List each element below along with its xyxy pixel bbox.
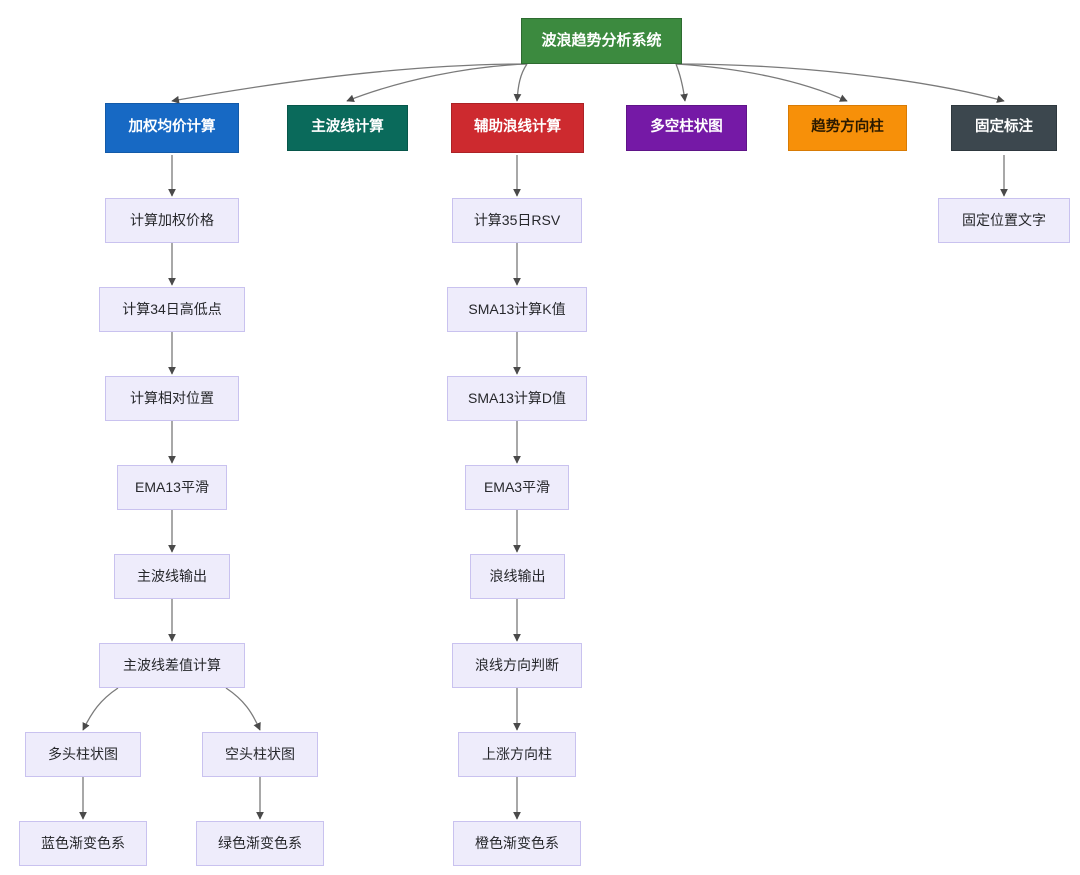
node-cat-subwave[interactable]: 辅助浪线计算 [451,103,584,153]
edge-l6-to-l7a [82,687,119,731]
node-l1-label: 计算加权价格 [130,212,214,229]
node-m4[interactable]: EMA3平滑 [465,465,569,510]
node-l2[interactable]: 计算34日高低点 [99,287,245,332]
node-l1[interactable]: 计算加权价格 [105,198,239,243]
node-cat-histogram[interactable]: 多空柱状图 [626,105,747,151]
node-m1[interactable]: 计算35日RSV [452,198,582,243]
node-l3-label: 计算相对位置 [130,390,214,407]
node-m5[interactable]: 浪线输出 [470,554,565,599]
edge-root-to-histogram [675,63,688,102]
node-cat-fixedlabel-label: 固定标注 [975,119,1033,136]
node-r1[interactable]: 固定位置文字 [938,198,1070,243]
node-cat-trendbar-label: 趋势方向柱 [811,119,884,136]
node-m2-label: SMA13计算K值 [468,301,566,318]
node-l4[interactable]: EMA13平滑 [117,465,227,510]
node-l7a[interactable]: 多头柱状图 [25,732,141,777]
edge-root-to-fixedlabel [675,63,1005,103]
node-l4-label: EMA13平滑 [135,479,209,496]
node-cat-histogram-label: 多空柱状图 [650,119,723,136]
node-m3[interactable]: SMA13计算D值 [447,376,587,421]
node-m8-label: 橙色渐变色系 [475,835,559,852]
node-m6[interactable]: 浪线方向判断 [452,643,582,688]
node-root[interactable]: 波浪趋势分析系统 [521,18,682,64]
node-m7[interactable]: 上涨方向柱 [458,732,576,777]
node-m5-label: 浪线输出 [489,568,546,585]
node-m3-label: SMA13计算D值 [467,390,567,407]
node-m1-label: 计算35日RSV [473,212,561,229]
node-l5[interactable]: 主波线输出 [114,554,230,599]
node-cat-mainwave-label: 主波线计算 [311,119,384,136]
node-m4-label: EMA3平滑 [483,479,551,496]
node-l7b[interactable]: 空头柱状图 [202,732,318,777]
edge-root-to-weighted [171,63,528,104]
node-cat-mainwave[interactable]: 主波线计算 [287,105,408,151]
node-m8[interactable]: 橙色渐变色系 [453,821,581,866]
node-l6-label: 主波线差值计算 [123,657,221,674]
node-l8b-label: 绿色渐变色系 [218,835,302,852]
edge-l6-to-l7b [225,687,261,731]
node-l7a-label: 多头柱状图 [48,746,118,763]
node-l8a[interactable]: 蓝色渐变色系 [19,821,147,866]
node-cat-weighted-label: 加权均价计算 [128,119,216,136]
node-m7-label: 上涨方向柱 [482,746,552,763]
node-l5-label: 主波线输出 [137,568,207,585]
node-l2-label: 计算34日高低点 [122,301,222,318]
node-cat-weighted[interactable]: 加权均价计算 [105,103,239,153]
node-l6[interactable]: 主波线差值计算 [99,643,245,688]
node-cat-trendbar[interactable]: 趋势方向柱 [788,105,907,151]
node-m6-label: 浪线方向判断 [475,657,559,674]
edge-root-to-mainwave [346,63,528,103]
edge-root-to-trendbar [675,63,848,102]
node-cat-subwave-label: 辅助浪线计算 [474,119,561,136]
node-m2[interactable]: SMA13计算K值 [447,287,587,332]
node-l7b-label: 空头柱状图 [225,746,295,763]
node-r1-label: 固定位置文字 [962,212,1046,229]
node-l8a-label: 蓝色渐变色系 [41,835,125,852]
node-l3[interactable]: 计算相对位置 [105,376,239,421]
node-cat-fixedlabel[interactable]: 固定标注 [951,105,1057,151]
edge-root-to-subwave [513,63,528,102]
node-l8b[interactable]: 绿色渐变色系 [196,821,324,866]
node-root-label: 波浪趋势分析系统 [541,32,662,49]
